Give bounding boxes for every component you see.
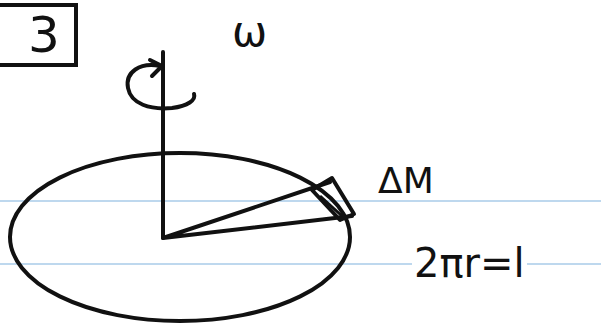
- problem-number: 3: [28, 10, 74, 60]
- rotation-axis: [161, 52, 165, 238]
- mass-element-label: ΔM: [376, 162, 436, 200]
- circumference-equation: 2πr=l: [412, 242, 527, 284]
- angular-velocity-symbol: ω: [230, 10, 269, 54]
- rotation-arrow: [128, 65, 195, 108]
- boxed-problem-number: 3: [0, 3, 78, 67]
- radius-line: [163, 182, 352, 238]
- mass-element: [312, 178, 354, 220]
- ruled-line: [0, 200, 601, 202]
- rotation-arrowhead: [150, 60, 162, 76]
- mass-element: [320, 196, 342, 216]
